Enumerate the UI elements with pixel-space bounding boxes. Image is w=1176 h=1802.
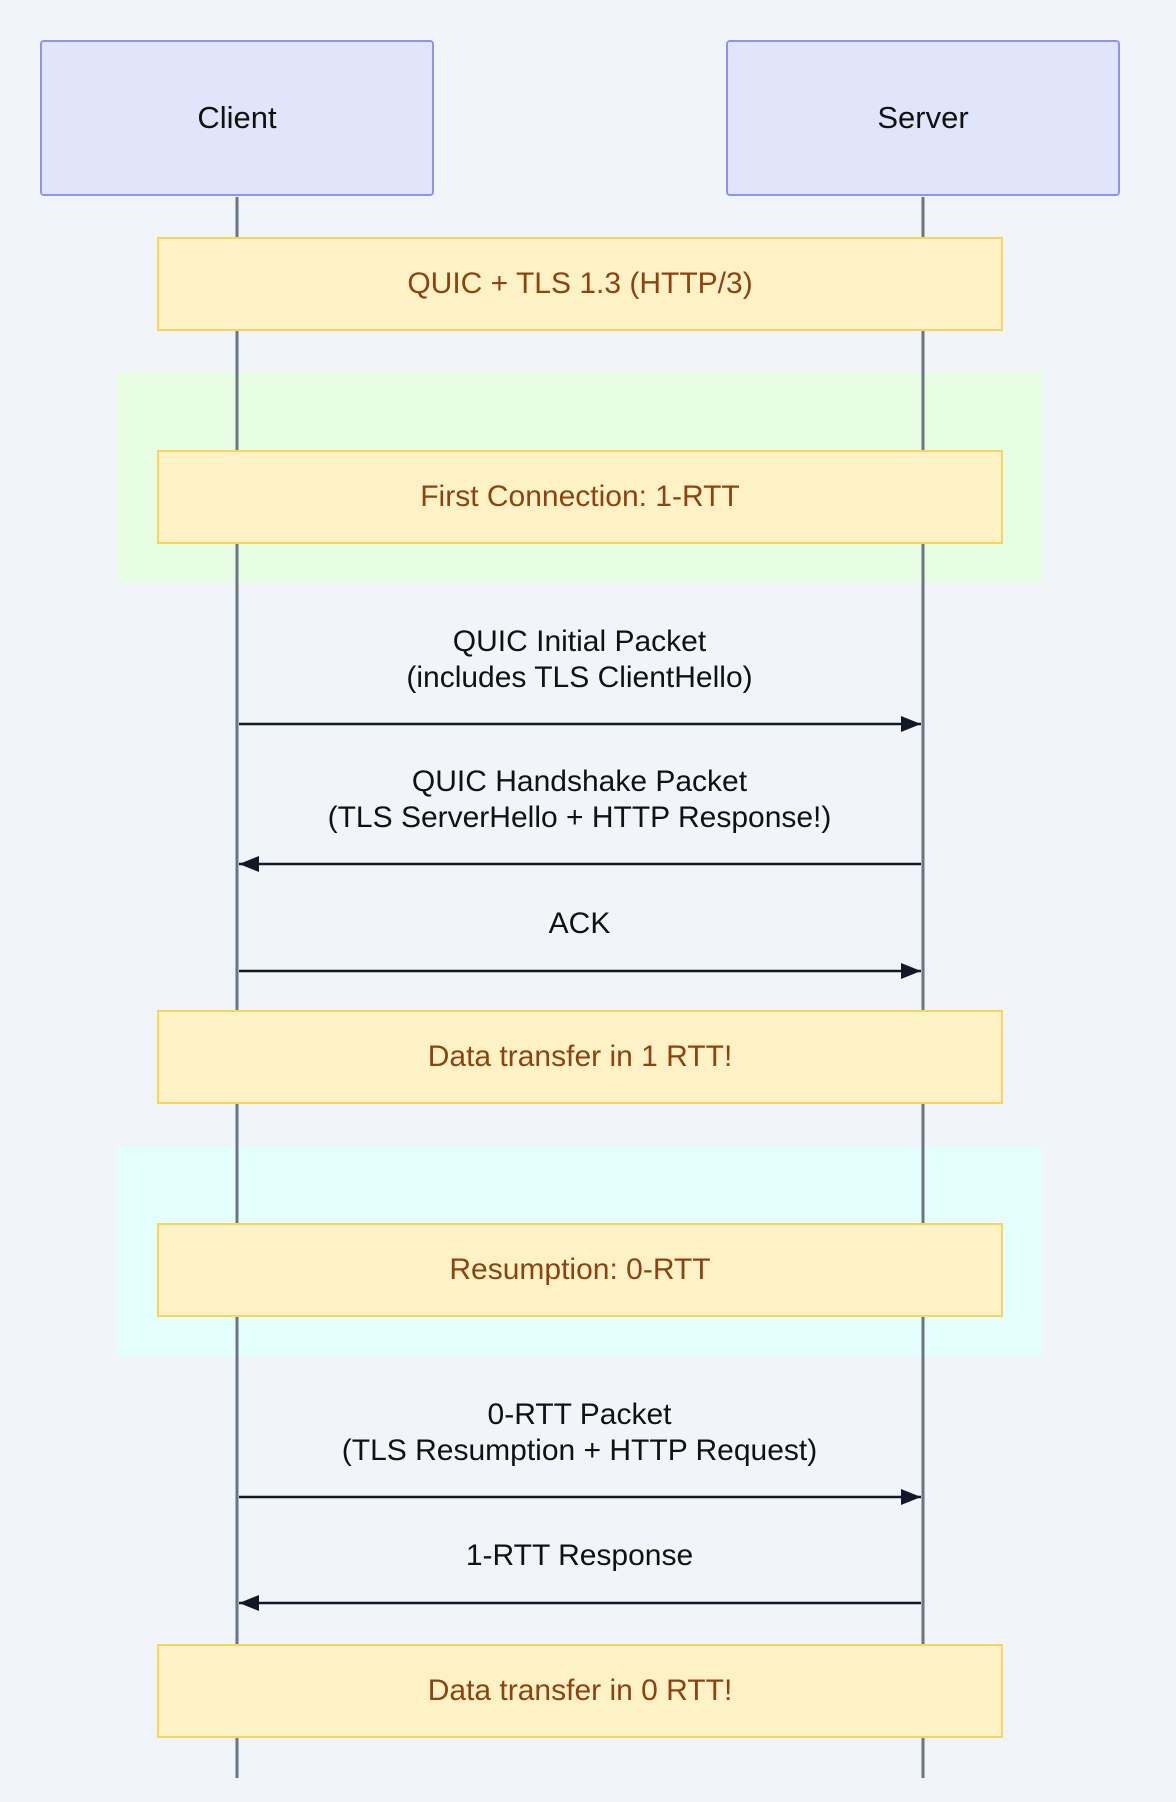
message-label-ack: ACK [237, 906, 922, 942]
protocol-note: QUIC + TLS 1.3 (HTTP/3) [157, 237, 1003, 331]
message-label-0rtt-packet: 0-RTT Packet (TLS Resumption + HTTP Requ… [237, 1397, 922, 1469]
message-label-line: ACK [548, 907, 611, 940]
message-label-line: QUIC Initial Packet [452, 625, 707, 658]
protocol-note-text: QUIC + TLS 1.3 (HTTP/3) [407, 267, 753, 300]
message-label-handshake-packet: QUIC Handshake Packet (TLS ServerHello +… [237, 764, 922, 836]
resumption-note: Resumption: 0-RTT [157, 1223, 1003, 1317]
message-label-line: 0-RTT Packet [487, 1398, 672, 1431]
client-label: Client [197, 100, 277, 135]
message-label-line: (TLS Resumption + HTTP Request) [341, 1434, 818, 1467]
message-label-initial-packet: QUIC Initial Packet (includes TLS Client… [237, 624, 922, 696]
server-participant: Server [726, 40, 1120, 196]
client-participant: Client [40, 40, 434, 196]
data-transfer-1rtt-note-text: Data transfer in 1 RTT! [427, 1040, 733, 1073]
message-label-line: 1-RTT Response [465, 1539, 694, 1572]
data-transfer-0rtt-note-text: Data transfer in 0 RTT! [427, 1674, 733, 1707]
message-label-line: QUIC Handshake Packet [411, 765, 748, 798]
message-label-line: (TLS ServerHello + HTTP Response!) [327, 801, 832, 834]
data-transfer-1rtt-note: Data transfer in 1 RTT! [157, 1010, 1003, 1104]
resumption-note-text: Resumption: 0-RTT [449, 1253, 711, 1286]
message-label-1rtt-response: 1-RTT Response [237, 1538, 922, 1574]
data-transfer-0rtt-note: Data transfer in 0 RTT! [157, 1644, 1003, 1738]
server-label: Server [877, 100, 969, 135]
first-connection-note-text: First Connection: 1-RTT [420, 480, 740, 513]
first-connection-note: First Connection: 1-RTT [157, 450, 1003, 544]
message-label-line: (includes TLS ClientHello) [406, 661, 753, 694]
